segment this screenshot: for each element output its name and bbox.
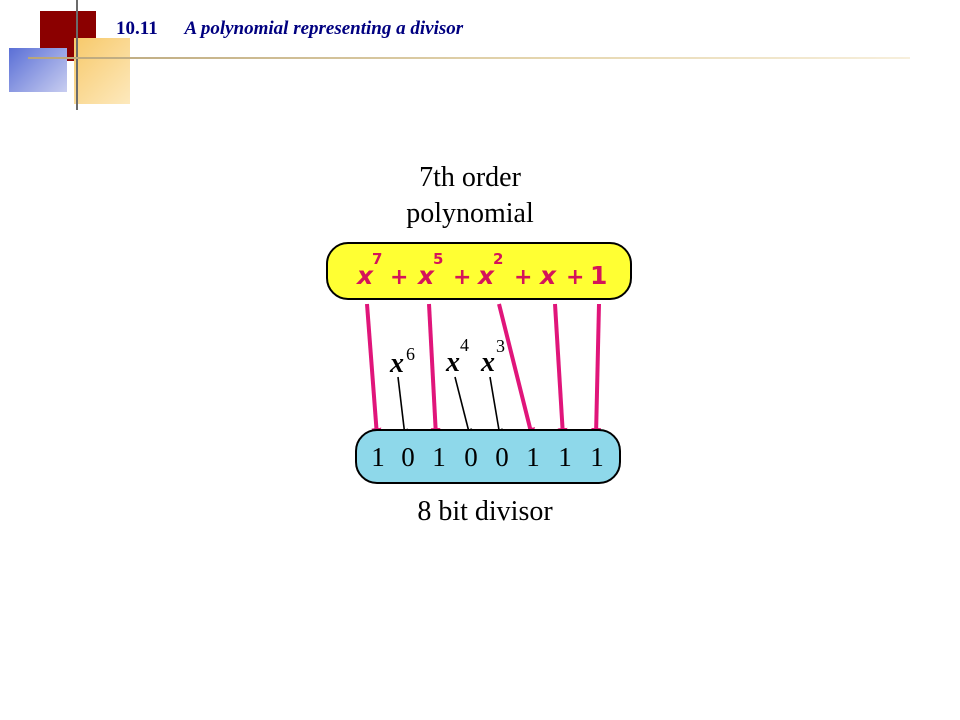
poly-term-base: x (540, 261, 557, 290)
poly-plus-sign: + (514, 265, 533, 290)
arrow-x3-to-bit5 (489, 376, 503, 437)
polynomial-label-line2: polynomial (406, 198, 534, 229)
poly-term-exponent: 2 (493, 250, 504, 268)
arrow-1-to-bit8 (591, 303, 602, 438)
polynomial-box (326, 242, 632, 300)
slide-title: A polynomial representing a divisor (184, 18, 464, 39)
arrow-x6-to-bit2 (397, 376, 409, 437)
divisor-bit: 1 (526, 442, 540, 472)
divisor-bit: 1 (590, 442, 604, 472)
decor-horizontal-rule (28, 57, 910, 59)
poly-term-base: x (478, 261, 495, 290)
polynomial-label-line1: 7th order (419, 162, 521, 193)
divisor-bit: 0 (495, 442, 509, 472)
decor-vertical-line (76, 0, 78, 110)
arrow-x4-to-bit4 (454, 376, 473, 437)
divisor-bit: 0 (464, 442, 478, 472)
missing-term-base: x (446, 347, 460, 378)
divisor-bits-box (355, 429, 621, 484)
poly-plus-sign: + (453, 265, 472, 290)
missing-term-base: x (390, 348, 404, 379)
slide-number: 10.11 (116, 18, 158, 39)
divisor-bit: 1 (558, 442, 572, 472)
polynomial-label: 7th order polynomial (370, 160, 570, 232)
arrow-x7-to-bit1 (365, 303, 382, 438)
arrow-x2-to-bit6 (497, 303, 535, 438)
poly-term-exponent: 5 (433, 250, 444, 268)
poly-plus-sign: + (566, 265, 585, 290)
divisor-bit: 1 (371, 442, 385, 472)
divisor-bit: 0 (401, 442, 415, 472)
poly-plus-sign: + (390, 265, 409, 290)
divisor-bit: 1 (432, 442, 446, 472)
missing-term-exponent: 3 (496, 336, 505, 356)
poly-constant: 1 (590, 261, 608, 290)
missing-term-exponent: 6 (406, 344, 415, 364)
decor-blue-square (9, 48, 67, 92)
arrow-x-to-bit7 (553, 303, 568, 438)
decor-gold-square (74, 38, 130, 104)
divisor-label: 8 bit divisor (417, 496, 553, 527)
poly-term-base: x (418, 261, 435, 290)
poly-term-base: x (357, 261, 374, 290)
arrow-x5-to-bit3 (427, 303, 441, 438)
slide-header: 10.11 A polynomial representing a diviso… (116, 18, 463, 42)
poly-term-exponent: 7 (372, 250, 383, 268)
missing-term-base: x (481, 347, 495, 378)
missing-term-exponent: 4 (460, 335, 469, 355)
